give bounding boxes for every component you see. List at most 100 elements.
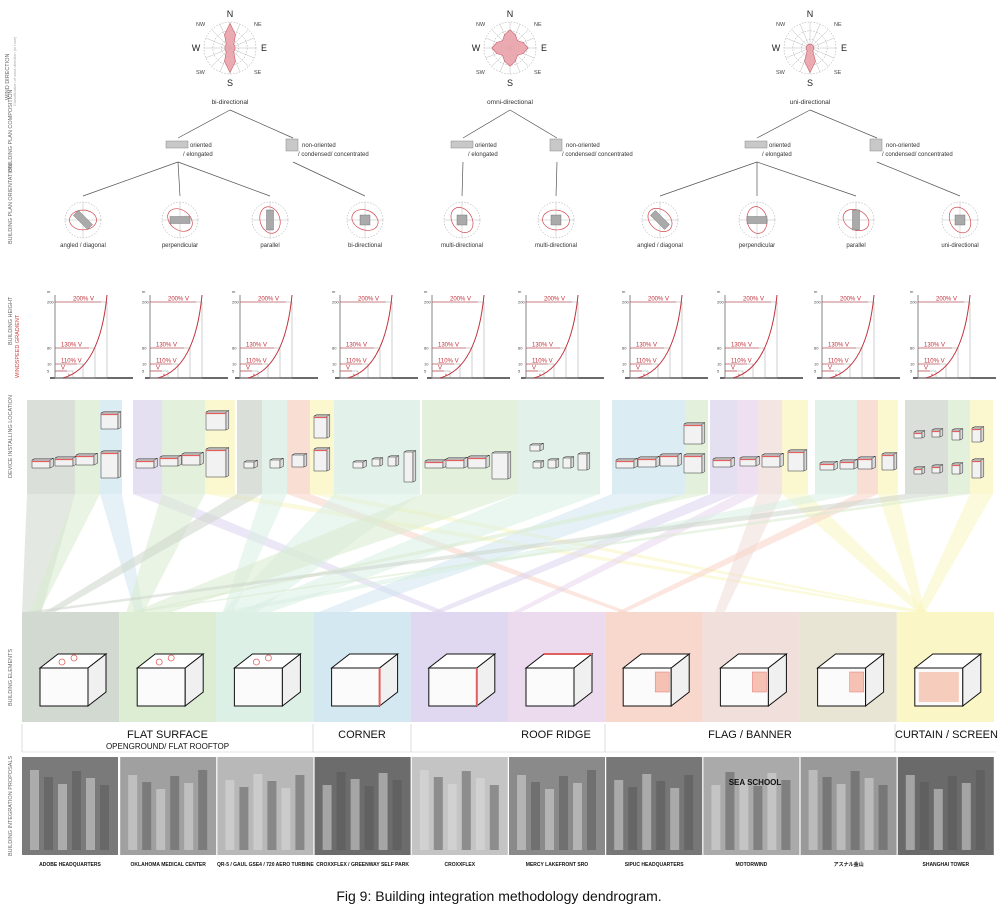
gradient-v-sub: h <box>643 373 645 377</box>
gradient-tick: 5 <box>814 369 817 374</box>
building-element-panel-7 <box>702 612 800 722</box>
install-column-24 <box>970 400 993 494</box>
tree-branch-leaf-4 <box>461 161 464 197</box>
compass-sw: SW <box>776 70 786 76</box>
gradient-label: V <box>61 366 65 372</box>
element-device-mark <box>849 671 864 693</box>
block-front <box>491 452 509 480</box>
wind-roses: NSEWNESENWSWbi-directionalNSEWNESENWSWom… <box>192 9 847 106</box>
device-block-11 <box>269 457 284 469</box>
photo-structure <box>447 784 457 850</box>
element-device-mark <box>155 658 163 666</box>
gradient-unit: m <box>622 289 626 294</box>
proposal-photo-1: OKLAHOMA MEDICAL CENTER <box>120 757 217 868</box>
proposal-photo-8: アスナル金山 <box>800 757 897 868</box>
gradient-tick: 80 <box>142 346 147 351</box>
gradient-level-box <box>724 370 744 379</box>
orientation-rose <box>647 207 673 233</box>
orientation-building <box>73 210 93 230</box>
gradient-label: 130% V <box>924 343 945 349</box>
connector-band-0 <box>22 494 75 612</box>
install-column-14 <box>685 400 708 494</box>
gradient-label: 130% V <box>438 343 459 349</box>
photo-structure <box>781 780 791 850</box>
gradient-unit: m <box>518 289 522 294</box>
connector-band-15 <box>431 494 737 612</box>
category-title-3: FLAG / BANNER <box>708 729 792 741</box>
gradient-tick: 10 <box>142 362 147 367</box>
orientation-label: multi-directional <box>441 243 483 249</box>
photo-structure <box>100 785 109 850</box>
device-block-34 <box>739 455 760 467</box>
device-block-8 <box>205 410 230 431</box>
block-side <box>939 428 944 438</box>
tree-branch-oriented-0 <box>177 109 231 139</box>
gradient-label: 110% V <box>532 359 553 365</box>
gradient-tick: 80 <box>622 346 627 351</box>
gradient-label: 110% V <box>61 359 82 365</box>
block-side <box>326 447 331 472</box>
photo-structure <box>322 785 332 850</box>
gradient-curve <box>347 294 393 379</box>
element-box-side <box>87 652 107 708</box>
element-box-side <box>184 652 204 708</box>
building-element-panel-6 <box>605 612 703 722</box>
row-label-wind-direction: WIND DIRECTION <box>5 54 11 100</box>
element-device-mark <box>918 672 959 702</box>
tree-branch-non-oriented-0 <box>229 109 294 139</box>
device-block-6 <box>159 454 182 467</box>
block-side <box>980 426 985 443</box>
orientation-label: multi-directional <box>535 243 577 249</box>
gradient-tick: 10 <box>622 362 627 367</box>
orientation-label: angled / diagonal <box>637 243 683 249</box>
block-side <box>49 457 54 469</box>
block-side <box>253 459 258 469</box>
gradient-tick: 10 <box>332 362 337 367</box>
row-label-windspeed-gradient: WINDSPEED GRADIENT <box>15 314 21 378</box>
photo-structure <box>86 778 95 850</box>
device-block-20 <box>445 456 468 469</box>
block-front <box>269 459 281 469</box>
orientation-diagram-5: multi-directional <box>535 201 577 249</box>
non-oriented-sub-label: / condensed/ concentrated <box>882 152 953 158</box>
photo-structure <box>156 789 166 850</box>
gradient-tick: 200 <box>424 300 431 305</box>
device-block-13 <box>313 414 331 439</box>
tree-branch-oriented-2 <box>756 109 811 139</box>
block-side <box>730 456 735 468</box>
device-block-44 <box>971 426 985 443</box>
gradient-tick: 10 <box>518 362 523 367</box>
block-side <box>540 460 545 469</box>
building-element-panel-4 <box>410 612 508 722</box>
gradient-label: 200% V <box>450 297 471 303</box>
orientation-rose <box>450 207 474 233</box>
proposal-label-5: MERCY LAKEFRONT SRO <box>526 862 589 868</box>
gradient-tick: 10 <box>717 362 722 367</box>
gradient-tick: 5 <box>518 369 521 374</box>
device-block-26 <box>562 456 575 469</box>
connector-band-1 <box>29 494 100 612</box>
gradient-v-sub: h <box>539 373 541 377</box>
oriented-sub-label: / elongated <box>183 152 213 158</box>
block-front <box>243 461 255 469</box>
element-device-mark <box>70 654 78 662</box>
oriented-label: oriented <box>769 143 791 149</box>
install-column-3 <box>133 400 162 494</box>
block-side <box>507 451 512 480</box>
connector-band-21 <box>878 494 925 612</box>
device-block-31 <box>683 422 706 445</box>
photo-structure <box>392 780 402 850</box>
gradient-v-sub: h <box>163 373 165 377</box>
gradient-level-box <box>431 370 451 379</box>
orientation-building <box>650 210 670 230</box>
block-side <box>921 430 926 439</box>
device-block-23 <box>529 442 544 452</box>
photo-structure <box>822 777 832 850</box>
orientation-building <box>746 216 768 224</box>
gradient-label: 110% V <box>438 359 459 365</box>
gradient-label: 200% V <box>358 297 379 303</box>
gradient-label: 110% V <box>828 359 849 365</box>
